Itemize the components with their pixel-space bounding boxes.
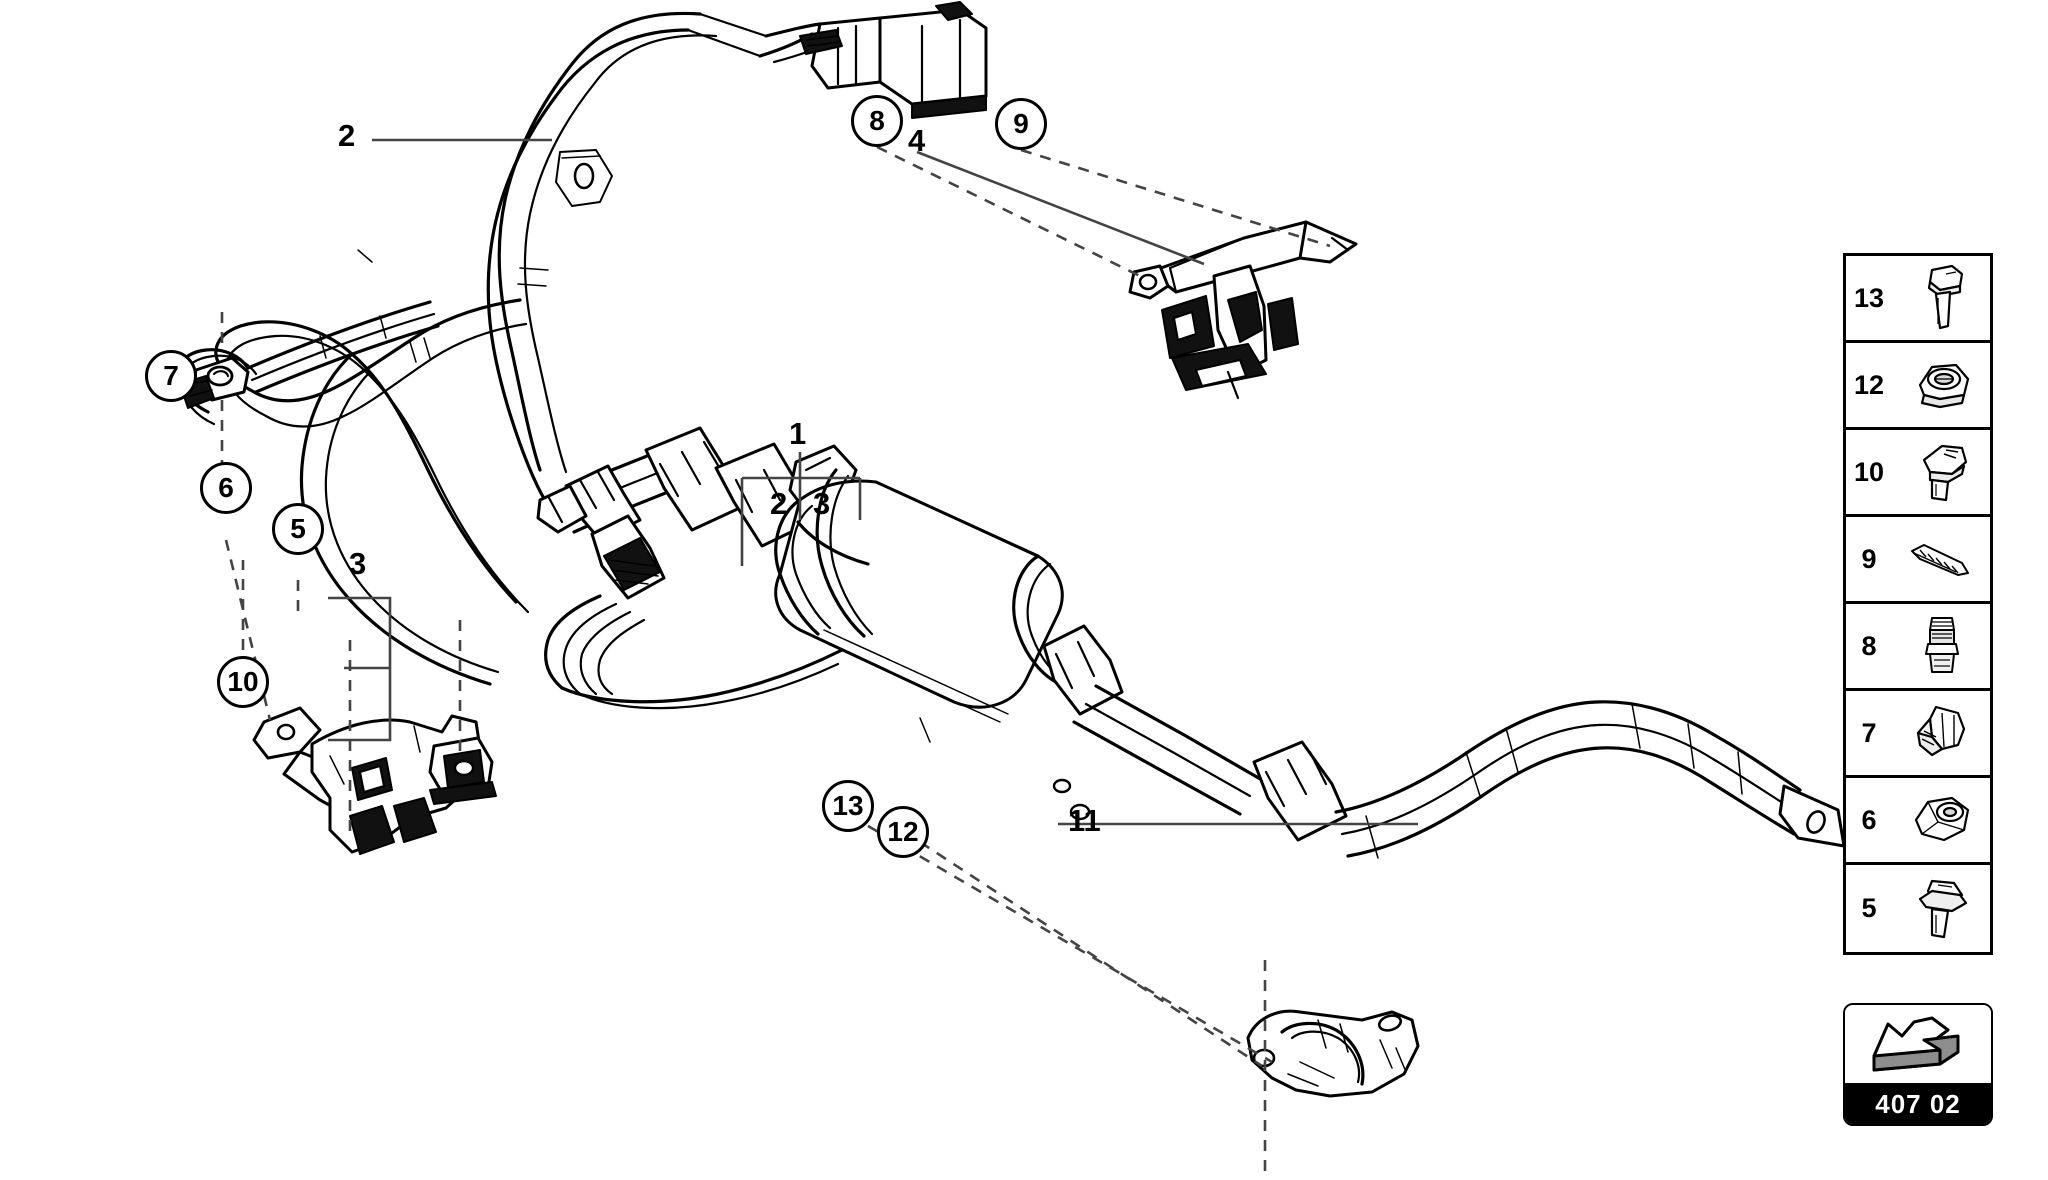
legend-number: 7: [1861, 717, 1877, 748]
legend-row[interactable]: 12: [1846, 343, 1990, 430]
callout-2-upper-hose[interactable]: 2: [338, 118, 356, 153]
hex-flange-bolt-short-icon: [1892, 430, 1990, 514]
legend-row[interactable]: 10: [1846, 430, 1990, 517]
legend-row[interactable]: 7: [1846, 691, 1990, 778]
hex-flange-nut-icon: [1892, 343, 1990, 427]
3d-arrow-icon: [1845, 1005, 1991, 1083]
badge-number-label: 407 02: [1845, 1083, 1991, 1124]
legend-row[interactable]: 5: [1846, 865, 1990, 952]
spring-clip-icon: [1892, 517, 1990, 601]
callout-11-clamp[interactable]: 11: [1068, 803, 1101, 838]
legend-number: 6: [1861, 804, 1877, 835]
callout-2-rack-branch[interactable]: 2: [770, 486, 788, 521]
hardware-legend-table: 13 12: [1843, 253, 1993, 955]
collar-bolt-icon: [1892, 865, 1990, 952]
callout-3-rack-branch[interactable]: 3: [813, 486, 831, 521]
legend-number: 12: [1853, 369, 1885, 400]
callout-6-circle[interactable]: 6: [200, 462, 252, 514]
callout-3-left-group[interactable]: 3: [349, 546, 367, 581]
mounting-bracket-item4: [1128, 220, 1358, 400]
callout-9-circle[interactable]: 9: [995, 98, 1047, 150]
callout-7-circle[interactable]: 7: [145, 350, 197, 402]
right-tie-rod-pipe: [1334, 700, 1846, 859]
legend-number: 13: [1853, 282, 1885, 313]
legend-number: 8: [1861, 630, 1877, 661]
legend-row[interactable]: 6: [1846, 778, 1990, 865]
leader-lines: [220, 138, 1418, 1178]
callout-4-bracket[interactable]: 4: [908, 123, 926, 158]
callout-12-circle[interactable]: 12: [877, 806, 929, 858]
callout-5-circle[interactable]: 5: [272, 503, 324, 555]
banjo-nut-fitting-icon: [1892, 691, 1990, 775]
ground-strap-cable: [176, 300, 440, 426]
callout-1-rack[interactable]: 1: [789, 416, 807, 451]
hex-flange-bolt-long-icon: [1892, 256, 1990, 340]
legend-number: 5: [1861, 893, 1877, 923]
flange-nut-icon: [1892, 778, 1990, 862]
legend-number: 9: [1861, 543, 1877, 574]
page-section-badge[interactable]: 407 02: [1843, 1003, 1993, 1126]
callout-13-circle[interactable]: 13: [822, 780, 874, 832]
electrical-connector-top: [758, 1, 988, 119]
legend-row[interactable]: 8: [1846, 604, 1990, 691]
rack-clamp-item11: [1246, 1009, 1420, 1098]
callout-10-circle[interactable]: 10: [217, 656, 269, 708]
left-mounting-bracket: [252, 706, 497, 855]
threaded-stud-fitting-icon: [1892, 604, 1990, 688]
legend-row[interactable]: 9: [1846, 517, 1990, 604]
legend-row[interactable]: 13: [1846, 256, 1990, 343]
legend-number: 10: [1853, 456, 1885, 487]
callout-8-circle[interactable]: 8: [851, 95, 903, 147]
hydraulic-hose-upper: [214, 11, 768, 686]
steering-rack-assembly: [536, 426, 1348, 842]
